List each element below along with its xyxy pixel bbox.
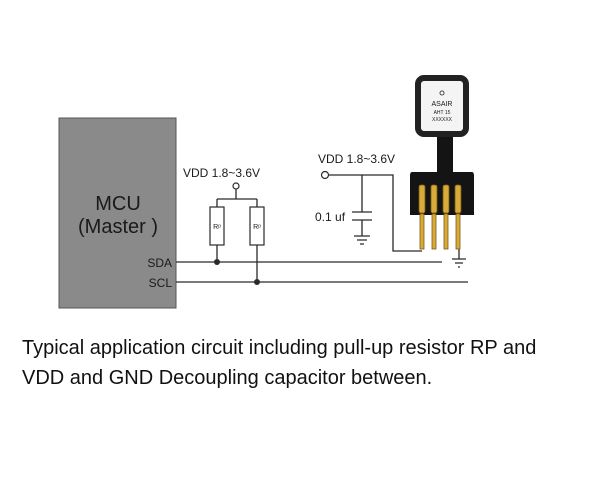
decoupling-capacitor <box>352 211 372 221</box>
sda-junction <box>214 259 220 265</box>
aht15-sensor-module: ASAIR AHT 15 XXXXXX <box>410 75 474 250</box>
pullup-resistor-scl <box>249 206 265 246</box>
sensor-ground-icon <box>452 258 466 268</box>
scl-pin-label: SCL <box>149 276 173 290</box>
circuit-diagram: MCU (Master ) SDA SCL VDD 1.8~3.6V Rᵖ Rᵖ… <box>58 75 474 309</box>
sensor-code: XXXXXX <box>432 117 453 123</box>
sensor-vent-icon <box>439 90 445 96</box>
capacitor-ground-icon <box>354 235 370 245</box>
pullup-resistor-sda <box>209 206 225 246</box>
sensor-model: AHT 15 <box>434 110 451 116</box>
figure-caption: Typical application circuit including pu… <box>22 337 537 389</box>
sensor-chip <box>415 75 469 137</box>
vdd-right-terminal <box>320 170 330 180</box>
scl-junction <box>254 279 260 285</box>
mcu-master-label: (Master ) <box>78 216 158 238</box>
capacitor-label: 0.1 uf <box>315 210 346 224</box>
resistor-label: Rᵖ <box>213 224 221 231</box>
sensor-pins <box>418 184 462 250</box>
vdd-left-terminal <box>232 182 240 190</box>
mcu-block <box>58 117 177 309</box>
vdd-right-label: VDD 1.8~3.6V <box>318 152 395 166</box>
vdd-left-label: VDD 1.8~3.6V <box>183 166 260 180</box>
sensor-pcb <box>437 132 453 172</box>
sensor-brand: ASAIR <box>431 101 452 108</box>
sda-pin-label: SDA <box>147 256 172 270</box>
mcu-label: MCU <box>95 193 141 215</box>
resistor-label: Rᵖ <box>253 224 261 231</box>
